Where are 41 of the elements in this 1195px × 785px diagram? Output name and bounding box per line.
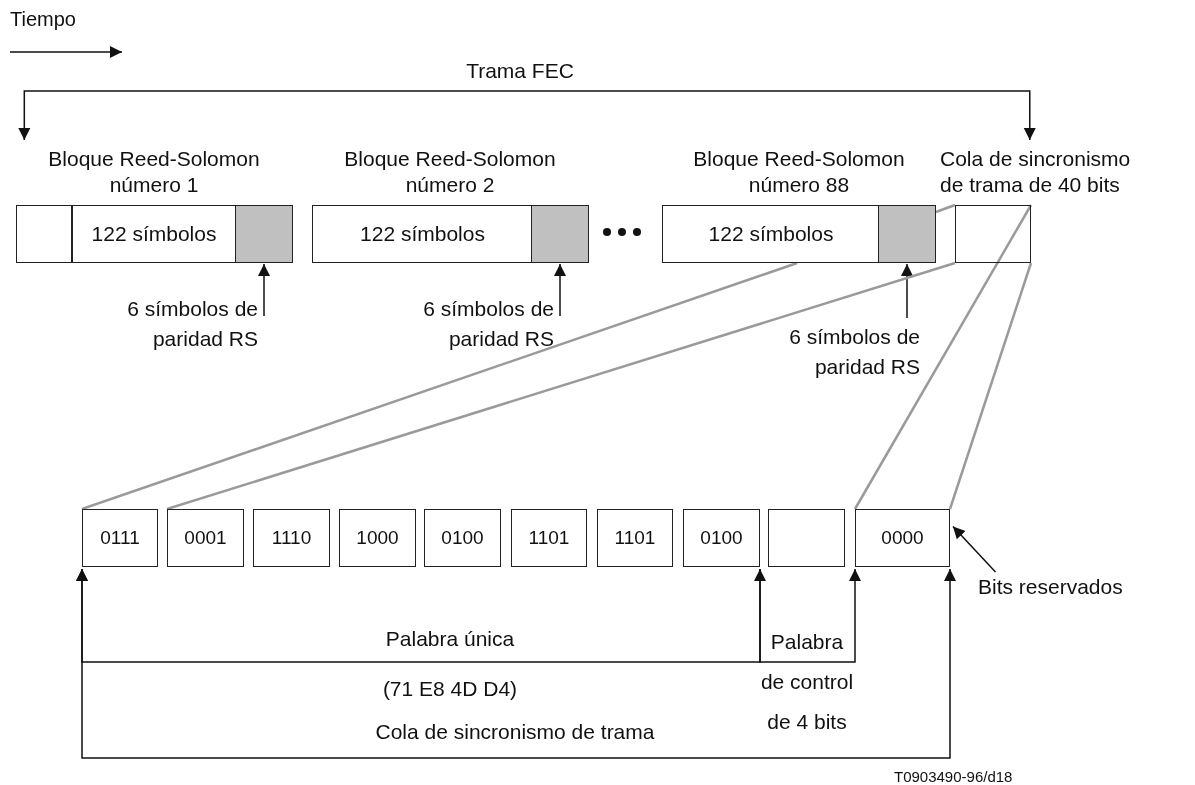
block-heading: Bloque Reed-Solomon número 88 <box>692 146 906 198</box>
callout-label: Bits reservados <box>978 572 1153 600</box>
edge-label: Cola de sincronismo de trama <box>374 719 656 745</box>
bit-cell: 0000 <box>855 509 950 567</box>
parity-caption: 6 símbolos de paridad RS <box>745 318 920 384</box>
arrow <box>952 525 997 573</box>
connector-line <box>935 203 956 214</box>
empty-segment <box>16 205 73 263</box>
block-heading: Cola de sincronismo de trama de 40 bits <box>940 146 1132 198</box>
time-label: Tiempo <box>10 7 76 32</box>
bit-cell: 1101 <box>511 509 587 567</box>
parity-segment <box>531 205 589 263</box>
parity-caption: 6 símbolos de paridad RS <box>363 294 554 356</box>
parity-segment <box>235 205 293 263</box>
block-heading: Bloque Reed-Solomon número 2 <box>343 146 557 198</box>
figure-reference: T0903490-96/d18 <box>894 767 1013 785</box>
connector-line <box>853 204 1033 510</box>
edge-label: Trama FEC <box>465 58 575 84</box>
arrow <box>258 263 270 317</box>
block-heading: Bloque Reed-Solomon número 1 <box>47 146 261 198</box>
connector-line <box>166 261 956 511</box>
arrow <box>76 568 766 663</box>
arrow <box>901 263 913 319</box>
parity-segment <box>878 205 936 263</box>
bit-cell <box>768 509 845 567</box>
bracket-label: Palabra de control de 4 bits <box>759 629 855 735</box>
bracket-label: (71 E8 4D D4) <box>381 676 519 702</box>
bit-cell: 0100 <box>683 509 760 567</box>
bit-cell: 0111 <box>82 509 158 567</box>
bit-cell: 1101 <box>597 509 673 567</box>
bit-cell: 0100 <box>424 509 501 567</box>
connector-line <box>948 262 1033 510</box>
arrow <box>554 263 566 317</box>
bit-cell: 1110 <box>253 509 330 567</box>
bracket-label: Palabra única <box>384 626 516 652</box>
arrow <box>759 568 861 663</box>
bit-cell: 0001 <box>167 509 244 567</box>
bit-cell: 1000 <box>339 509 416 567</box>
connector-line <box>81 261 798 511</box>
arrow <box>18 90 1036 141</box>
parity-caption: 6 símbolos de paridad RS <box>62 294 258 356</box>
